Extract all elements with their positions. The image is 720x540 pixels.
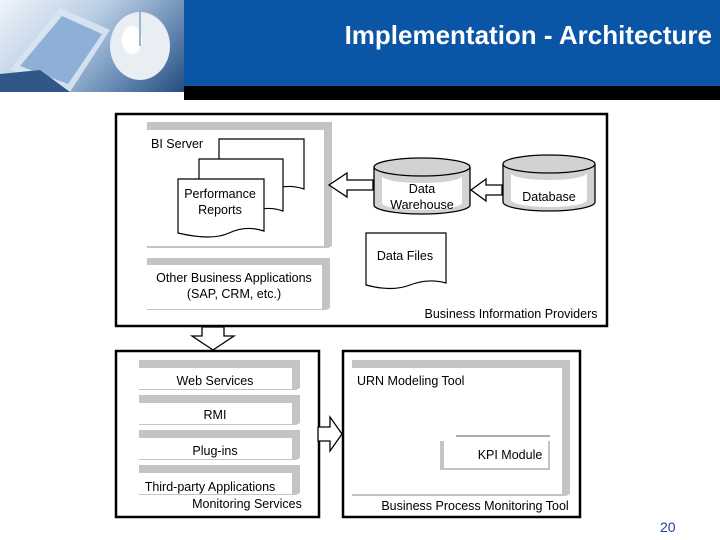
plugins-box	[139, 438, 292, 459]
performance-reports-label-2: Reports	[198, 203, 242, 217]
warehouse-to-bi-arrow	[327, 171, 374, 199]
header-underline	[184, 86, 720, 100]
web-services-box	[139, 368, 292, 389]
other-apps-label-1: Other Business Applications	[156, 271, 312, 285]
bpm-group-label: Business Process Monitoring Tool	[381, 499, 568, 513]
data-warehouse-label-2: Warehouse	[390, 198, 454, 212]
performance-reports-label-1: Performance	[184, 187, 256, 201]
other-apps-label-2: (SAP, CRM, etc.)	[187, 287, 281, 301]
data-files-label: Data Files	[377, 249, 433, 263]
data-warehouse-cylinder	[373, 157, 471, 215]
database-label: Database	[522, 190, 576, 204]
data-files-doc	[365, 232, 447, 290]
kpi-module-label: KPI Module	[478, 448, 543, 462]
providers-group-label: Business Information Providers	[425, 307, 598, 321]
monitoring-group-label: Monitoring Services	[192, 497, 302, 511]
report-doc-front	[177, 178, 265, 238]
database-cylinder	[502, 154, 596, 212]
web-services-label: Web Services	[177, 374, 254, 388]
database-to-warehouse-arrow	[469, 177, 503, 203]
plugins-label: Plug-ins	[192, 444, 237, 458]
laptop-mouse-illustration	[0, 8, 170, 92]
urn-tool-box	[352, 368, 562, 494]
kpi-module-box	[444, 436, 548, 468]
header-photo	[0, 0, 184, 92]
rmi-box	[139, 403, 292, 424]
rmi-label: RMI	[204, 408, 227, 422]
third-party-label: Third-party Applications	[145, 480, 276, 494]
data-warehouse-label-1: Data	[409, 182, 435, 196]
slide-title: Implementation - Architecture	[344, 20, 712, 50]
urn-tool-label: URN Modeling Tool	[357, 374, 464, 388]
monitoring-to-bpm-arrow	[317, 414, 343, 454]
third-party-box	[139, 473, 292, 494]
page-number: 20	[660, 519, 676, 535]
other-apps-box	[147, 265, 322, 309]
providers-to-monitoring-arrow	[189, 326, 237, 351]
bi-server-label: BI Server	[151, 137, 203, 151]
